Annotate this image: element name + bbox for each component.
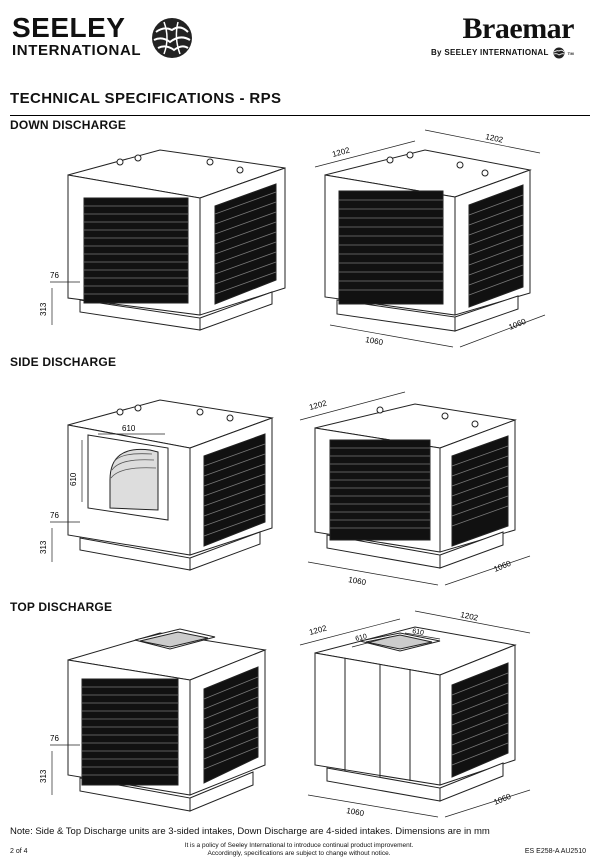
dim-1060-left: 1060: [348, 575, 368, 587]
section-heading-top: TOP DISCHARGE: [10, 600, 113, 614]
section-heading-down: DOWN DISCHARGE: [10, 118, 127, 132]
side-discharge-right-drawing: 1202 1060 1060: [299, 391, 531, 587]
dim-1060-right: 1060: [492, 792, 512, 807]
dim-610-right: 610: [412, 628, 425, 637]
dim-1202-left: 1202: [308, 623, 328, 636]
dim-610-width: 610: [122, 424, 136, 433]
note-text: Note: Side & Top Discharge units are 3-s…: [10, 826, 490, 837]
dim-76: 76: [50, 511, 59, 520]
dim-1202-right: 1202: [460, 610, 480, 623]
dim-313: 313: [40, 769, 48, 783]
page-number: 2 of 4: [10, 848, 28, 855]
globe-icon: [152, 18, 192, 58]
dim-1060-left: 1060: [365, 335, 385, 347]
section-heading-side: SIDE DISCHARGE: [10, 355, 117, 369]
page-title: TECHNICAL SPECIFICATIONS - RPS: [10, 90, 282, 107]
down-discharge-right-drawing: 1202 1202 1060 1060: [314, 129, 546, 348]
dim-1202-left: 1202: [331, 145, 351, 158]
footer-policy: It is a policy of Seeley International t…: [184, 842, 414, 857]
dim-1060-left: 1060: [346, 806, 366, 818]
globe-small-icon: [553, 47, 565, 59]
dim-76: 76: [50, 271, 59, 280]
dim-610-left: 610: [355, 633, 368, 643]
dim-1060-right: 1060: [507, 317, 527, 332]
braemar-wordmark: Braemar: [462, 12, 575, 45]
braemar-byline: By SEELEY INTERNATIONAL TM: [430, 47, 574, 59]
dim-313: 313: [40, 540, 48, 554]
logo-text-international: INTERNATIONAL: [12, 42, 142, 59]
top-discharge-right-drawing: 1202 1202 610 610 1060 1060: [299, 610, 531, 818]
title-rule: [10, 115, 590, 116]
logo-text-seeley: SEELEY: [12, 12, 126, 43]
dim-76: 76: [50, 734, 59, 743]
braemar-logo: Braemar By SEELEY INTERNATIONAL TM: [414, 12, 575, 64]
dim-610-height: 610: [69, 472, 78, 486]
down-discharge-left-drawing: 76 313: [40, 149, 286, 331]
dim-313: 313: [40, 302, 48, 316]
dim-1202-right: 1202: [485, 132, 505, 145]
side-discharge-left-drawing: 610 610 76 313: [40, 399, 274, 571]
dim-1060-right: 1060: [492, 559, 512, 574]
dim-1202: 1202: [308, 398, 328, 411]
seeley-logo: SEELEY INTERNATIONAL: [10, 12, 192, 64]
document-code: ES E258-A AU2510: [524, 848, 586, 855]
top-discharge-left-drawing: 76 313: [40, 628, 267, 812]
